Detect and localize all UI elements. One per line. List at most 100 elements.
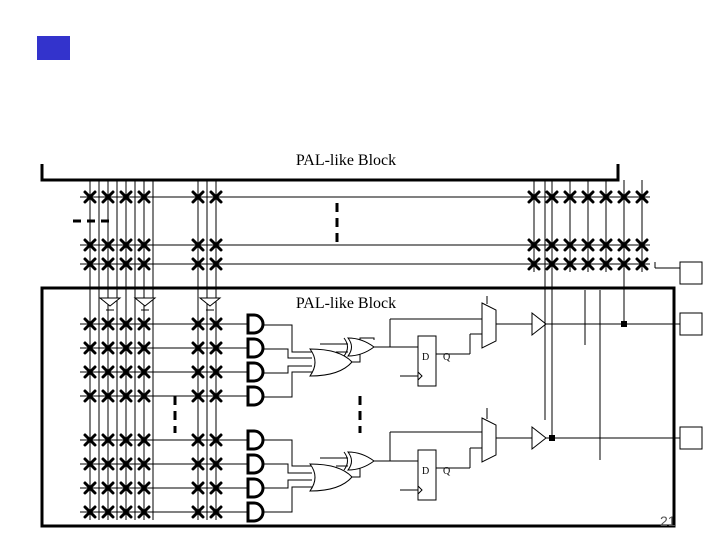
feedback-lines (544, 180, 680, 460)
programmable-switch-x-icon (191, 457, 205, 471)
programmable-switch-x-icon (101, 341, 115, 355)
programmable-switch-x-icon (137, 433, 151, 447)
programmable-switch-x-icon (209, 433, 223, 447)
programmable-switch-x-icon (137, 190, 151, 204)
programmable-switch-x-icon (635, 238, 649, 252)
programmable-switch-x-icon (209, 190, 223, 204)
programmable-switch-x-icon (119, 481, 133, 495)
programmable-switch-x-icon (191, 433, 205, 447)
flipflop-top (417, 335, 437, 387)
and-gate-icon (246, 313, 265, 335)
programmable-switch-x-icon (101, 389, 115, 403)
io-pad-icon (679, 261, 703, 285)
programmable-switch-x-icon (83, 365, 97, 379)
programmable-switch-x-icon (83, 433, 97, 447)
programmable-switch-x-icon (83, 389, 97, 403)
programmable-switch-x-icon (599, 257, 613, 271)
xor-gate-icon (346, 337, 375, 357)
programmable-switch-x-icon (83, 505, 97, 519)
programmable-switch-x-icon (191, 365, 205, 379)
programmable-switch-x-icon (101, 238, 115, 252)
programmable-switch-x-icon (599, 238, 613, 252)
programmable-switch-x-icon (83, 190, 97, 204)
programmable-switch-x-icon (119, 190, 133, 204)
programmable-switch-x-icon (563, 190, 577, 204)
buffer-icon (198, 297, 222, 307)
programmable-switch-x-icon (83, 457, 97, 471)
programmable-switch-x-icon (137, 365, 151, 379)
or-gate-icon (308, 348, 353, 377)
accent-square (37, 36, 70, 60)
programmable-switch-x-icon (527, 238, 541, 252)
programmable-switch-x-icon (137, 457, 151, 471)
programmable-switch-x-icon (101, 365, 115, 379)
programmable-switch-x-icon (119, 238, 133, 252)
programmable-switch-x-icon (527, 257, 541, 271)
programmable-switch-x-icon (209, 457, 223, 471)
programmable-switch-x-icon (101, 433, 115, 447)
programmable-switch-x-icon (137, 317, 151, 331)
buffer-icon (133, 297, 157, 307)
programmable-switch-x-icon (599, 190, 613, 204)
programmable-switch-x-icon (617, 238, 631, 252)
programmable-switch-x-icon (563, 238, 577, 252)
programmable-switch-x-icon (101, 457, 115, 471)
io-pads (679, 261, 703, 450)
macrocell-top (262, 296, 680, 398)
programmable-switch-x-icon (209, 505, 223, 519)
programmable-switch-x-icon (617, 257, 631, 271)
programmable-switch-x-icon (83, 341, 97, 355)
programmable-switch-x-icon (191, 190, 205, 204)
and-gates (246, 313, 265, 523)
programmable-switch-x-icon (137, 257, 151, 271)
and-gate-icon (246, 361, 265, 383)
programmable-switches (83, 190, 649, 519)
programmable-switch-x-icon (191, 389, 205, 403)
io-pad-icon (679, 312, 703, 336)
or-gate-icon (308, 463, 353, 492)
inner-block-label: PAL-like Block (296, 295, 396, 312)
programmable-switch-x-icon (635, 257, 649, 271)
programmable-switch-x-icon (545, 190, 559, 204)
programmable-switch-x-icon (191, 505, 205, 519)
xor-gate-icon (346, 451, 375, 471)
programmable-switch-x-icon (581, 190, 595, 204)
outer-block-bracket (40, 164, 620, 182)
programmable-switch-x-icon (83, 238, 97, 252)
and-gate-icon (246, 429, 265, 451)
programmable-switch-x-icon (101, 257, 115, 271)
programmable-switch-x-icon (101, 317, 115, 331)
buffer-icon (98, 297, 122, 307)
programmable-switch-x-icon (545, 238, 559, 252)
and-gate-icon (246, 337, 265, 359)
flipflop-top-d-label: D (422, 352, 429, 363)
buffer-icon (531, 425, 547, 451)
programmable-switch-x-icon (119, 257, 133, 271)
programmable-switch-x-icon (209, 481, 223, 495)
programmable-switch-x-icon (119, 317, 133, 331)
top-dashed-separators (73, 203, 339, 242)
programmable-switch-x-icon (191, 341, 205, 355)
programmable-switch-x-icon (581, 238, 595, 252)
programmable-switch-x-icon (83, 317, 97, 331)
multiplexer-icon (481, 302, 497, 349)
programmable-switch-x-icon (119, 433, 133, 447)
programmable-switch-x-icon (191, 238, 205, 252)
programmable-switch-x-icon (101, 190, 115, 204)
and-gate-icon (246, 501, 265, 523)
programmable-switch-x-icon (119, 365, 133, 379)
programmable-switch-x-icon (83, 481, 97, 495)
inner-block-frame (40, 286, 676, 528)
programmable-switch-x-icon (83, 257, 97, 271)
and-gate-icon (246, 477, 265, 499)
programmable-switch-x-icon (101, 505, 115, 519)
programmable-switch-x-icon (545, 257, 559, 271)
buffer-icon (531, 311, 547, 337)
programmable-switch-x-icon (209, 317, 223, 331)
programmable-switch-x-icon (119, 341, 133, 355)
programmable-switch-x-icon (137, 389, 151, 403)
programmable-switch-x-icon (137, 505, 151, 519)
programmable-switch-x-icon (119, 505, 133, 519)
